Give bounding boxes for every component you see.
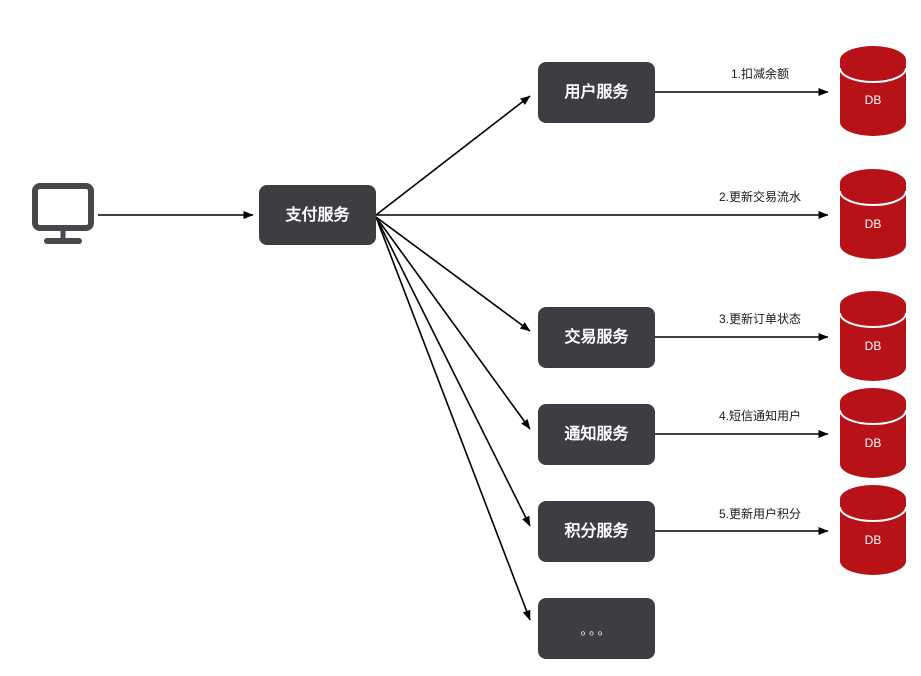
- database-node-db-5[interactable]: DB: [839, 485, 907, 575]
- edge-gateway-to-transaction-service: [375, 216, 531, 332]
- gateway-node-label: 支付服务: [284, 205, 350, 224]
- database-node-db-2[interactable]: DB: [839, 169, 907, 259]
- edge-label-2: 2.更新交易流水: [719, 189, 801, 204]
- edge-gateway-to-notification-service: [375, 216, 531, 430]
- database-node-db-1[interactable]: DB: [839, 46, 907, 136]
- database-node-label-db-2: DB: [865, 217, 882, 231]
- service-node-transaction-service[interactable]: 交易服务: [538, 307, 655, 368]
- edge-label-3: 3.更新订单状态: [719, 311, 801, 326]
- edge-gateway-to-points-service: [375, 216, 531, 527]
- gateway-node-payment-service[interactable]: 支付服务: [259, 185, 376, 245]
- desktop-monitor-icon: [32, 183, 94, 244]
- database-node-db-3[interactable]: DB: [839, 291, 907, 381]
- service-node-label-transaction-service: 交易服务: [564, 327, 629, 346]
- service-node-points-service[interactable]: 积分服务: [538, 501, 655, 562]
- edge-gateway-to-user-service: [375, 95, 531, 216]
- service-node-label-user-service: 用户服务: [564, 82, 629, 101]
- service-node-user-service[interactable]: 用户服务: [538, 62, 655, 123]
- edge-label-1: 1.扣减余额: [731, 66, 789, 81]
- service-node-more-service[interactable]: 。。。: [538, 598, 655, 659]
- service-node-label-more-service: 。。。: [580, 623, 612, 638]
- database-node-db-4[interactable]: DB: [839, 388, 907, 478]
- database-node-label-db-3: DB: [865, 339, 882, 353]
- edge-label-5: 5.更新用户积分: [719, 506, 801, 521]
- database-node-label-db-4: DB: [865, 436, 882, 450]
- service-node-notification-service[interactable]: 通知服务: [538, 404, 655, 465]
- service-node-label-notification-service: 通知服务: [564, 424, 629, 443]
- edge-gateway-to-more-service: [375, 216, 531, 621]
- database-node-label-db-1: DB: [865, 93, 882, 107]
- service-node-label-points-service: 积分服务: [564, 521, 629, 540]
- edge-label-4: 4.短信通知用户: [719, 408, 801, 423]
- database-node-label-db-5: DB: [865, 533, 882, 547]
